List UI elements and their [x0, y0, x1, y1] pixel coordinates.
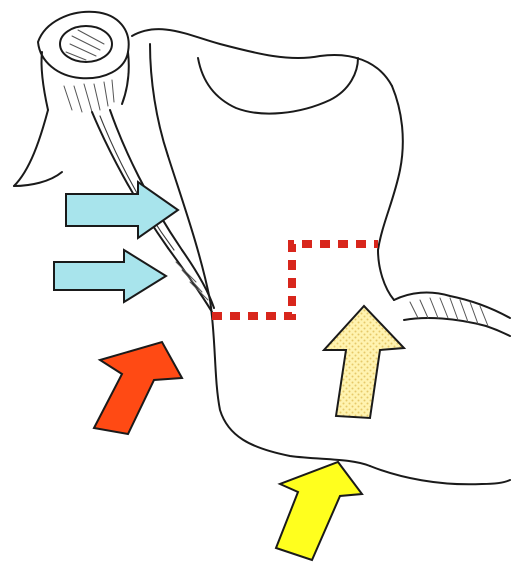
top-left-cap — [14, 12, 129, 186]
light-blue-arrow-upper — [66, 182, 178, 238]
main-contour — [132, 29, 510, 484]
anatomical-line-drawing — [14, 12, 510, 485]
red-dashed-boundary — [212, 244, 378, 316]
red-arrow — [94, 342, 182, 434]
yellow-arrow — [276, 462, 362, 560]
pale-yellow-dotted-arrow — [324, 306, 404, 418]
light-blue-arrow-lower — [54, 250, 166, 302]
